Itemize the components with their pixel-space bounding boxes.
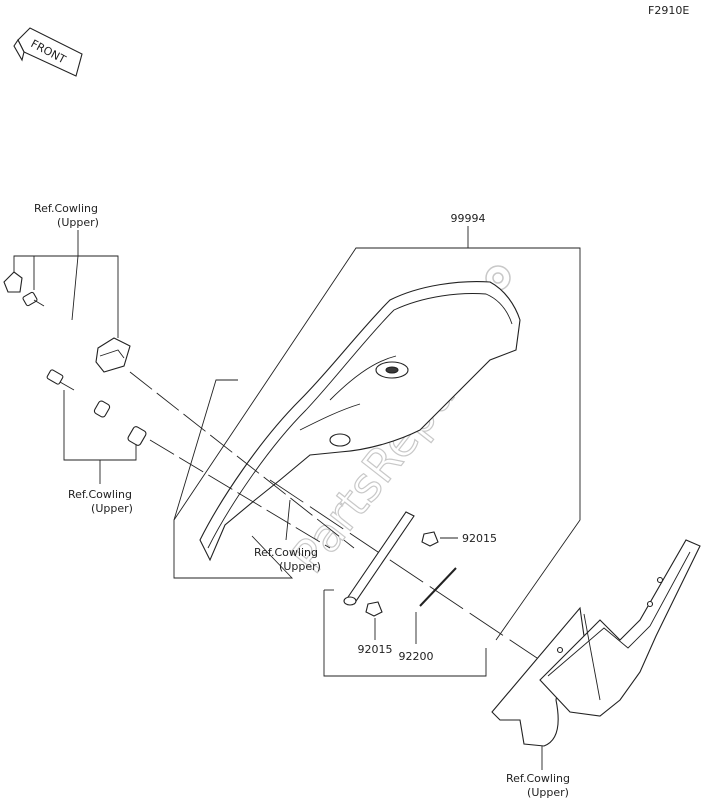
nut-part-92015-lower <box>365 601 383 617</box>
kit-bracket-right <box>468 247 581 641</box>
assembly-line-2 <box>149 439 331 549</box>
ref-label-center-1: Ref.Cowling <box>254 546 318 559</box>
spacer-part-1 <box>93 400 111 418</box>
ref-label-top-left-1: Ref.Cowling <box>34 202 98 215</box>
part-label-99994: 99994 <box>451 212 486 225</box>
screw-part-top-left <box>22 291 45 307</box>
figure-code: F2910E <box>648 4 689 17</box>
spacer-part-2 <box>127 426 147 446</box>
clip-part-92200 <box>419 567 457 607</box>
windscreen-part <box>199 281 521 562</box>
front-arrow-icon: FRONT <box>13 27 83 77</box>
part-label-92015-lower: 92015 <box>358 643 393 656</box>
part-label-92200: 92200 <box>399 650 434 663</box>
part-label-92015-upper: 92015 <box>462 532 497 545</box>
bolt-part-mid-left <box>46 369 75 391</box>
lower-bracket <box>323 590 487 677</box>
ref-label-mid-left-1: Ref.Cowling <box>68 488 132 501</box>
ref-label-mid-left-2: (Upper) <box>91 502 133 515</box>
assembly-line-3 <box>269 479 541 661</box>
ref-label-top-left-2: (Upper) <box>57 216 99 229</box>
stay-rod-part <box>343 511 415 606</box>
ref-leader-mid-left <box>63 390 137 461</box>
ref-label-bottom-right-2: (Upper) <box>527 786 569 799</box>
kit-bracket-inner <box>173 379 238 521</box>
ref-label-bottom-right-1: Ref.Cowling <box>506 772 570 785</box>
clip-part-top-left <box>3 271 23 293</box>
nut-part-top <box>95 337 131 373</box>
ref-label-center-2: (Upper) <box>279 560 321 573</box>
nut-part-92015-upper <box>421 531 439 547</box>
ref-leader-top-left <box>77 230 119 338</box>
assembly-line-1 <box>129 371 355 549</box>
cowling-bracket-part <box>491 539 701 747</box>
